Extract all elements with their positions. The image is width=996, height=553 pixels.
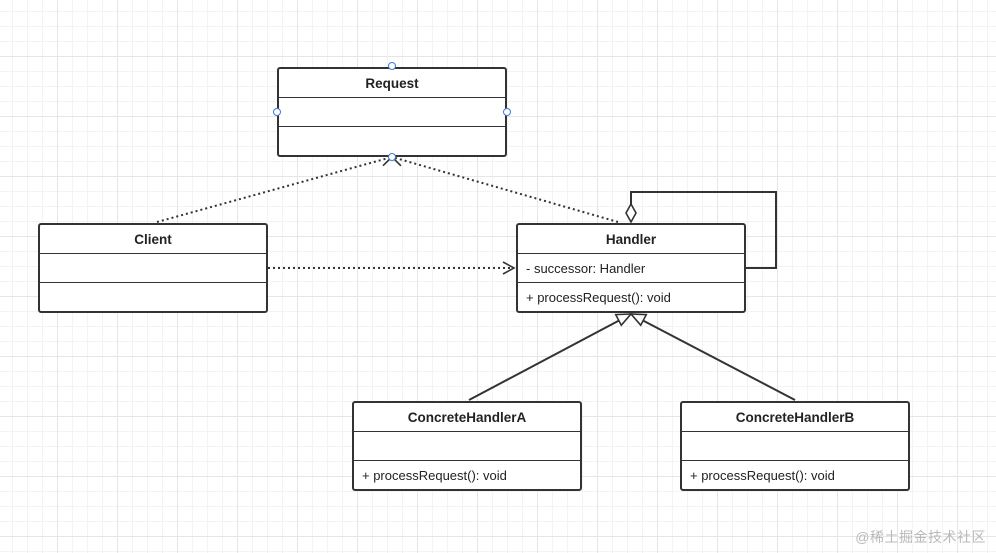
class-request[interactable]: Request [277,67,507,157]
class-handler-name: Handler [605,231,657,247]
class-concrete-b-attributes [682,431,908,460]
resize-handle-right[interactable] [503,108,511,116]
aggregation-successor-line [630,191,777,269]
class-request-attributes [279,97,505,126]
class-concrete-handler-a[interactable]: ConcreteHandlerA + processRequest(): voi… [352,401,582,491]
watermark-text: @稀土掘金技术社区 [855,529,986,545]
class-client-name: Client [134,231,172,247]
class-handler[interactable]: Handler - successor: Handler + processRe… [516,223,746,313]
resize-handle-left[interactable] [273,108,281,116]
class-client-attributes [40,253,266,282]
dependency-client-request [156,153,394,223]
class-concrete-a-attributes [354,431,580,460]
class-request-name: Request [365,75,419,91]
dependency-handler-request [390,153,619,223]
class-concrete-handler-b[interactable]: ConcreteHandlerB + processRequest(): voi… [680,401,910,491]
class-concrete-b-operations: + processRequest(): void [682,460,908,489]
generalization-a-handler [468,319,621,401]
class-client[interactable]: Client [38,223,268,313]
class-client-operations [40,282,266,311]
generalization-a-triangle [614,313,633,327]
class-concrete-a-name: ConcreteHandlerA [407,409,527,425]
class-concrete-b-name: ConcreteHandlerB [735,409,855,425]
resize-handle-bottom[interactable] [388,153,396,161]
resize-handle-top[interactable] [388,62,396,70]
generalization-b-triangle [629,313,648,327]
class-handler-attributes: - successor: Handler [518,253,744,282]
class-handler-operations: + processRequest(): void [518,282,744,311]
class-request-operations [279,126,505,155]
class-concrete-a-operations: + processRequest(): void [354,460,580,489]
aggregation-diamond [625,202,637,224]
generalization-b-handler [641,319,796,401]
